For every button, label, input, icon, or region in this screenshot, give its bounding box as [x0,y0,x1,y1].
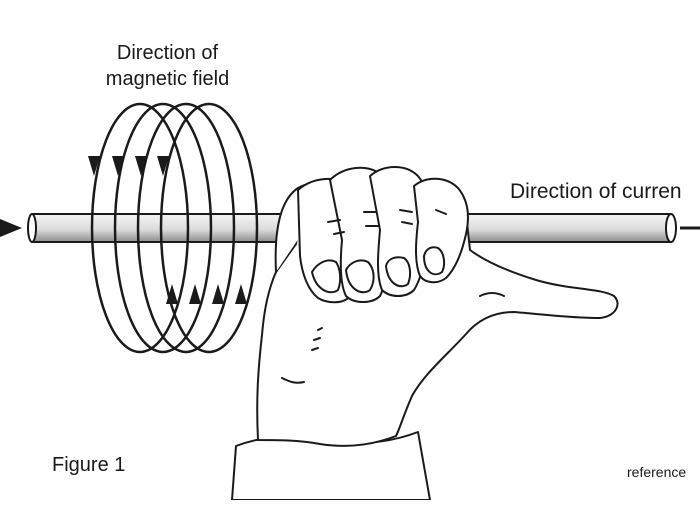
fingernail [423,246,446,276]
arrowhead-icon [135,156,147,176]
knuckle-crease [435,209,447,215]
knuckle-crease [399,209,413,225]
arrowhead-icon [112,156,124,176]
arrowhead-icon [212,284,224,304]
knuckle-crease [327,219,345,235]
arrowhead-icon [189,284,201,304]
field-arrows-down [88,156,169,176]
field-loop-1 [90,102,190,354]
current-direction-label: Direction of curren [510,180,682,203]
arrowhead-icon [88,156,100,176]
wire-right [454,213,677,243]
magnetic-field-loops [90,102,259,354]
figure-caption: Figure 1 [52,454,126,476]
fingernail [345,259,375,294]
palm-crease [311,327,323,351]
current-arrow-left-icon [0,219,22,237]
field-arrows-up [166,284,247,304]
magnetic-field-label-line2: magnetic field [105,68,230,90]
field-loop-2 [113,102,213,354]
fingernail [311,259,342,294]
thumb-crease [479,292,505,297]
arrowhead-icon [166,284,178,304]
magnetic-field-label: Direction of magnetic field [95,40,240,92]
field-loop-4 [159,102,259,354]
arrowhead-icon [235,284,247,304]
knuckle-crease [363,211,379,227]
reference-label: reference [627,464,687,480]
fingernail [385,256,412,288]
palm-crease [281,377,305,384]
arrowhead-icon [157,156,169,176]
field-loop-3 [136,102,236,354]
magnetic-field-label-line1: Direction of [116,42,219,64]
right-hand [231,166,619,501]
